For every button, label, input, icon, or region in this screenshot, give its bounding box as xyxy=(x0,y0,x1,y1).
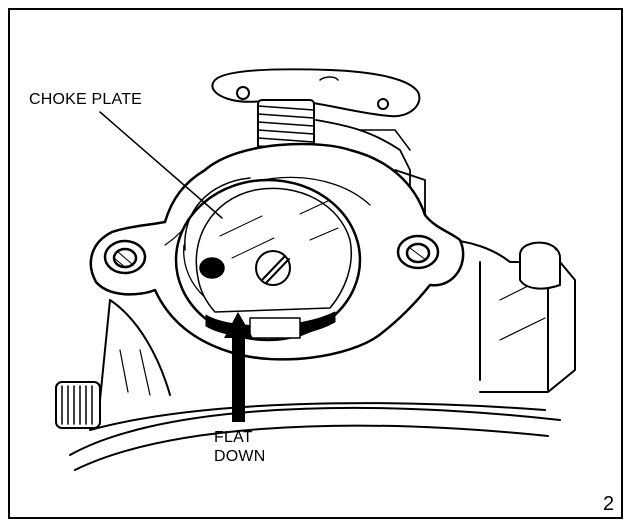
figure-number: 2 xyxy=(603,493,615,515)
carburetor-body-lower xyxy=(69,299,561,471)
flat-down-label: FLAT DOWN xyxy=(214,428,265,466)
carburetor-body-right xyxy=(444,239,576,393)
arrow-up-icon xyxy=(224,312,253,422)
flat-label-line1: FLAT xyxy=(214,429,253,446)
choke-plate xyxy=(195,187,352,313)
flat-label-line2: DOWN xyxy=(214,448,266,465)
leader-line xyxy=(99,111,223,219)
idle-screw-left xyxy=(55,381,101,429)
choke-plate-label: CHOKE PLATE xyxy=(29,91,143,108)
